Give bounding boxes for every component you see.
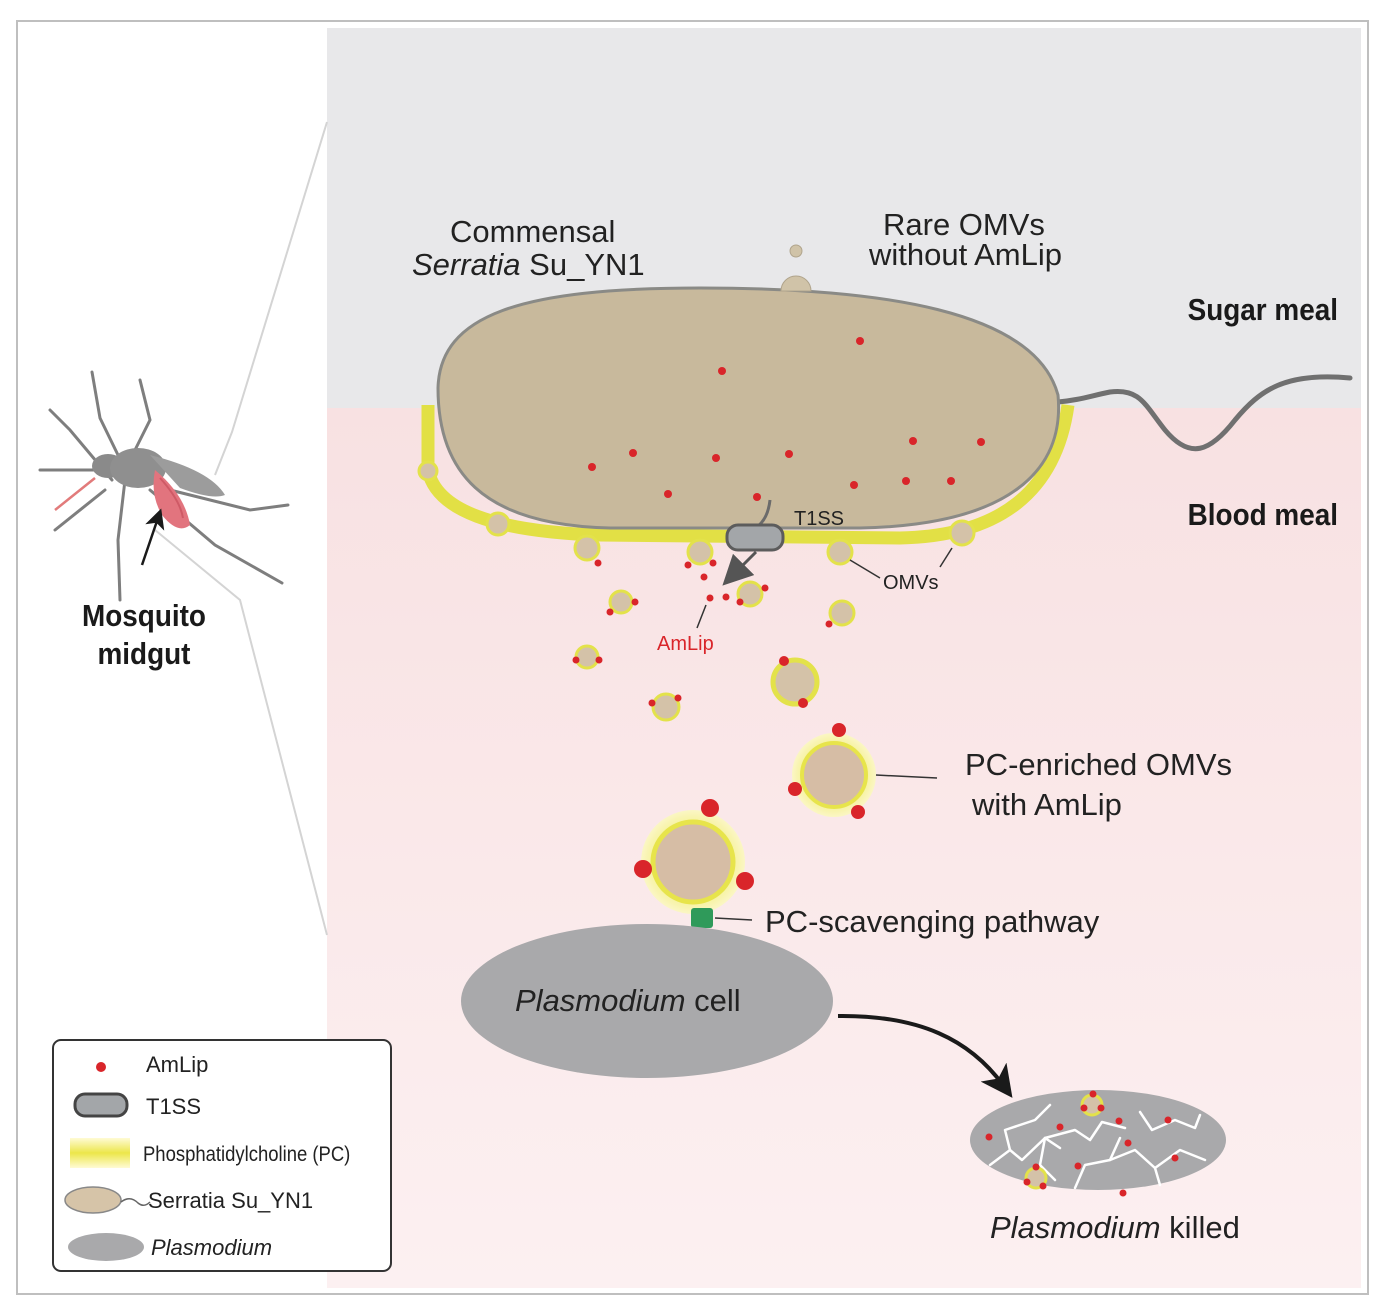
pc-omvs-label-line2: with AmLip (971, 787, 1122, 822)
mosquito-label-line1: Mosquito (82, 599, 206, 634)
plasmodium-killed-label: Plasmodium killed (990, 1210, 1240, 1245)
omvs-label: OMVs (883, 572, 939, 594)
zoom-line-bottom (154, 529, 328, 936)
legend-serratia-symbol (64, 1186, 122, 1214)
membrane-omvs (417, 460, 976, 566)
mosquito-illustration (38, 370, 290, 602)
zoom-line-top (214, 121, 328, 476)
docking-omv (634, 799, 754, 914)
rare-omvs-label-line2: without AmLip (868, 237, 1062, 272)
rare-omv-budding (780, 275, 812, 292)
omvs-callout-line-1 (849, 559, 881, 579)
pc-enriched-omv (788, 723, 876, 819)
legend-serratia-label: Serratia Su_YN1 (148, 1188, 313, 1213)
killed-plasmodium (970, 1090, 1226, 1197)
legend-t1ss-label: T1SS (146, 1094, 201, 1119)
sugar-meal-label: Sugar meal (1188, 293, 1338, 328)
released-omvs (572, 580, 856, 722)
killing-arrow (837, 1013, 1013, 1098)
t1ss-label: T1SS (794, 508, 844, 530)
rare-omvs-label-line1: Rare OMVs (883, 207, 1045, 242)
omvs-callout-line-2 (939, 547, 953, 568)
pc-membrane-layer (421, 404, 1075, 545)
t1ss-secretion-arrow (722, 550, 758, 586)
mosquito-label-line2: midgut (98, 637, 191, 672)
amlip-dots-inside (588, 337, 985, 501)
rare-omv-small (789, 244, 803, 258)
legend-amlip-label: AmLip (146, 1052, 208, 1077)
legend-amlip-symbol (96, 1062, 106, 1072)
legend-t1ss-symbol (73, 1092, 129, 1118)
amlip-label: AmLip (657, 633, 714, 655)
bacterium-label-line2: Serratia Su_YN1 (412, 247, 645, 282)
serratia-cell (436, 286, 1061, 530)
pc-omvs-callout-line (875, 774, 938, 779)
flagellum (1055, 374, 1353, 452)
pathway-callout-line (714, 917, 753, 921)
legend-pc-symbol (70, 1138, 130, 1168)
legend-pc-label: Phosphatidylcholine (PC) (143, 1143, 350, 1166)
plasmodium-cell (461, 924, 833, 1078)
pc-scavenging-transporter (691, 908, 713, 928)
legend-plasmodium-label: Plasmodium (151, 1235, 272, 1260)
plasmodium-cell-label: Plasmodium cell (515, 983, 741, 1018)
midgut-arrow (140, 508, 165, 566)
legend: AmLip T1SS Phosphatidylcholine (PC) Serr… (52, 1039, 392, 1272)
blood-meal-label: Blood meal (1188, 498, 1338, 533)
pathway-label: PC-scavenging pathway (765, 904, 1100, 939)
t1ss-transporter (725, 523, 785, 552)
legend-plasmodium-symbol (68, 1233, 144, 1261)
bacterium-label-line1: Commensal (450, 214, 615, 249)
pc-omvs-label-line1: PC-enriched OMVs (965, 747, 1232, 782)
amlip-callout-line (696, 604, 707, 629)
